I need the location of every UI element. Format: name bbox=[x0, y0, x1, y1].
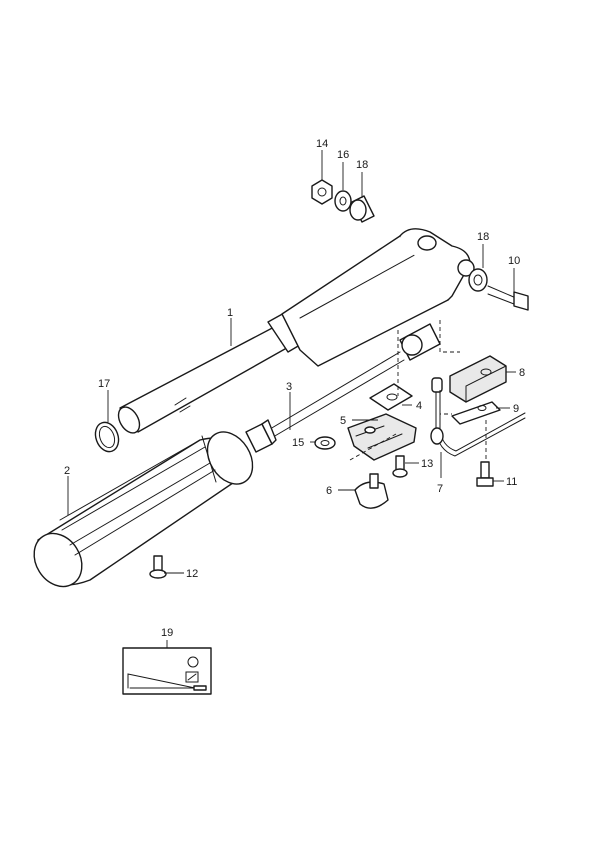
nut-14 bbox=[311, 179, 333, 205]
callout-15: 15 bbox=[292, 437, 304, 449]
throttle-cable bbox=[430, 377, 526, 457]
callout-6: 6 bbox=[326, 485, 332, 497]
callout-1: 1 bbox=[227, 307, 233, 319]
throttle-bracket bbox=[347, 383, 417, 461]
callout-4: 4 bbox=[416, 400, 422, 412]
cable-holder bbox=[449, 355, 507, 403]
grip bbox=[33, 431, 254, 588]
callout-labels: 1 2 3 4 5 6 7 8 9 10 11 12 13 14 15 16 1… bbox=[64, 138, 525, 639]
callout-2: 2 bbox=[64, 465, 70, 477]
callout-9: 9 bbox=[513, 403, 519, 415]
callout-3: 3 bbox=[286, 381, 292, 393]
callout-16: 16 bbox=[337, 149, 349, 161]
callout-5: 5 bbox=[340, 415, 346, 427]
callout-12: 12 bbox=[186, 568, 198, 580]
screw-12 bbox=[149, 555, 167, 579]
screw-13 bbox=[392, 455, 408, 478]
leader-lines bbox=[67, 150, 516, 648]
callout-7: 7 bbox=[437, 483, 443, 495]
callout-18-top: 18 bbox=[356, 159, 368, 171]
warning-label bbox=[122, 647, 212, 695]
o-ring bbox=[94, 421, 120, 453]
tiller-arm bbox=[117, 228, 475, 434]
callout-19: 19 bbox=[161, 627, 173, 639]
callout-17: 17 bbox=[98, 378, 110, 390]
friction-knob bbox=[354, 473, 389, 509]
bushing-18-right bbox=[468, 268, 488, 292]
bolt-10 bbox=[487, 285, 529, 311]
washer-16 bbox=[334, 190, 352, 212]
throttle-shaft bbox=[245, 351, 405, 453]
bushing-18-top bbox=[349, 195, 375, 223]
callout-14: 14 bbox=[316, 138, 328, 150]
cable-plate bbox=[451, 401, 501, 425]
callout-8: 8 bbox=[519, 367, 525, 379]
callout-18-right: 18 bbox=[477, 231, 489, 243]
callout-13: 13 bbox=[421, 458, 433, 470]
bolt-11 bbox=[476, 461, 494, 487]
callout-10: 10 bbox=[508, 255, 520, 267]
callout-11: 11 bbox=[506, 476, 517, 488]
lock-washer bbox=[314, 436, 336, 450]
